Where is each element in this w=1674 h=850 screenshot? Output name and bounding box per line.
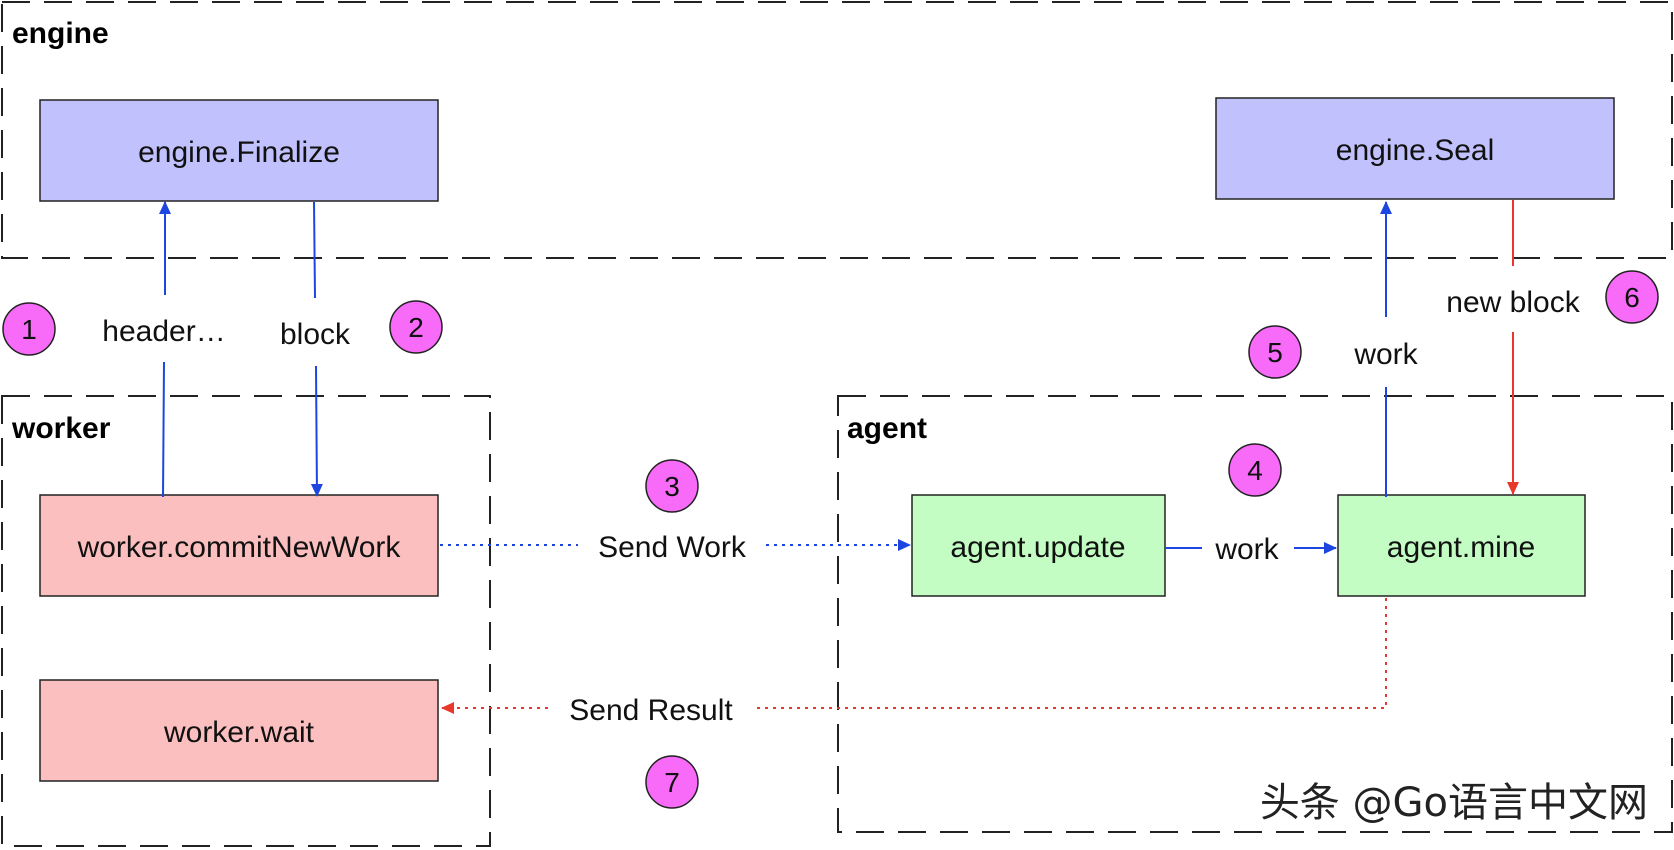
block-edge-upper xyxy=(313,201,316,299)
agent-mine-label: agent.mine xyxy=(1387,531,1535,564)
agent-update-node xyxy=(911,494,1166,597)
worker-group-title: worker xyxy=(11,412,111,445)
agent-group xyxy=(837,395,1673,833)
agent-group-title: agent xyxy=(847,412,927,445)
block-edge-lower xyxy=(310,365,323,497)
step-badge-2: 2 xyxy=(389,300,443,354)
step-badge-3: 3 xyxy=(645,459,699,513)
step-badge-4: 4 xyxy=(1228,443,1282,497)
worker-wait-label: worker.wait xyxy=(163,716,315,749)
step-badge-7: 7 xyxy=(645,755,699,809)
worker-commit-label: worker.commitNewWork xyxy=(77,531,402,564)
send-result-edge-label: Send Result xyxy=(569,694,733,727)
worker-commit-node xyxy=(39,494,439,597)
worker-group xyxy=(1,395,491,847)
send-work-edge-label: Send Work xyxy=(598,531,747,564)
step-badge-6-label: 6 xyxy=(1624,282,1640,313)
step-badge-6: 6 xyxy=(1605,270,1659,324)
step-badge-2-label: 2 xyxy=(408,312,424,343)
agent-update-label: agent.update xyxy=(950,531,1125,564)
engine-seal-label: engine.Seal xyxy=(1336,134,1494,167)
header-edge-label: header… xyxy=(102,315,225,348)
step-badge-7-label: 7 xyxy=(664,767,680,798)
engine-finalize-node xyxy=(39,99,439,202)
mine-seal-edge-label: work xyxy=(1353,338,1418,371)
watermark: 头条 @Go语言中文网 xyxy=(1260,780,1648,826)
engine-group xyxy=(1,1,1673,259)
worker-wait-node xyxy=(39,679,439,782)
block-edge-label: block xyxy=(280,318,351,351)
step-badge-1: 1 xyxy=(2,302,56,356)
step-badge-3-label: 3 xyxy=(664,471,680,502)
engine-seal-node xyxy=(1215,97,1615,200)
engine-group-title: engine xyxy=(12,17,109,50)
send-result-edge-right xyxy=(754,598,1387,709)
agent-mine-node xyxy=(1337,494,1586,597)
header-edge-lower xyxy=(162,361,165,498)
step-badge-5-label: 5 xyxy=(1267,337,1283,368)
step-badge-1-label: 1 xyxy=(21,314,37,345)
step-badge-5: 5 xyxy=(1248,325,1302,379)
new-block-edge-label: new block xyxy=(1446,286,1580,319)
step-badge-4-label: 4 xyxy=(1247,455,1263,486)
engine-finalize-label: engine.Finalize xyxy=(138,136,340,169)
update-mine-edge-label: work xyxy=(1214,533,1279,566)
